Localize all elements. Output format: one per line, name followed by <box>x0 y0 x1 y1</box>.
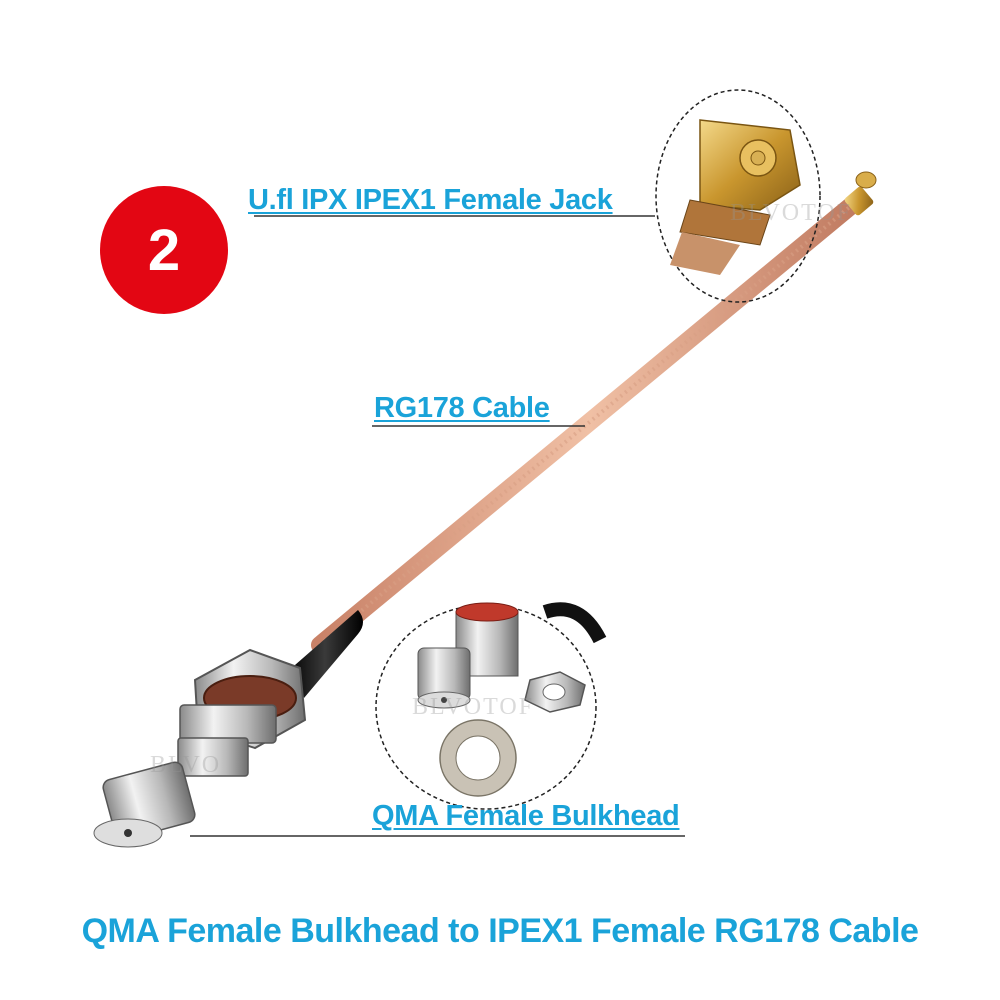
ipex-connector-small <box>844 171 877 216</box>
ufl-connector-label: U.fl IPX IPEX1 Female Jack <box>248 184 613 216</box>
qma-bulkhead-connector <box>93 648 307 848</box>
qma-connector-label: QMA Female Bulkhead <box>372 800 680 832</box>
qma-zoom-callout <box>375 602 607 810</box>
heatshrink-sleeve <box>287 610 363 698</box>
product-caption: QMA Female Bulkhead to IPEX1 Female RG17… <box>81 912 919 950</box>
watermark: BLVOTOF <box>730 200 853 226</box>
rg178-cable-label: RG178 Cable <box>374 392 550 424</box>
item-number: 2 <box>147 217 181 283</box>
item-number-badge: 2 <box>100 186 228 314</box>
ipex-zoom-callout <box>655 89 821 303</box>
watermark: BLVOTOF <box>412 694 535 720</box>
watermark: BLVO <box>150 752 222 778</box>
